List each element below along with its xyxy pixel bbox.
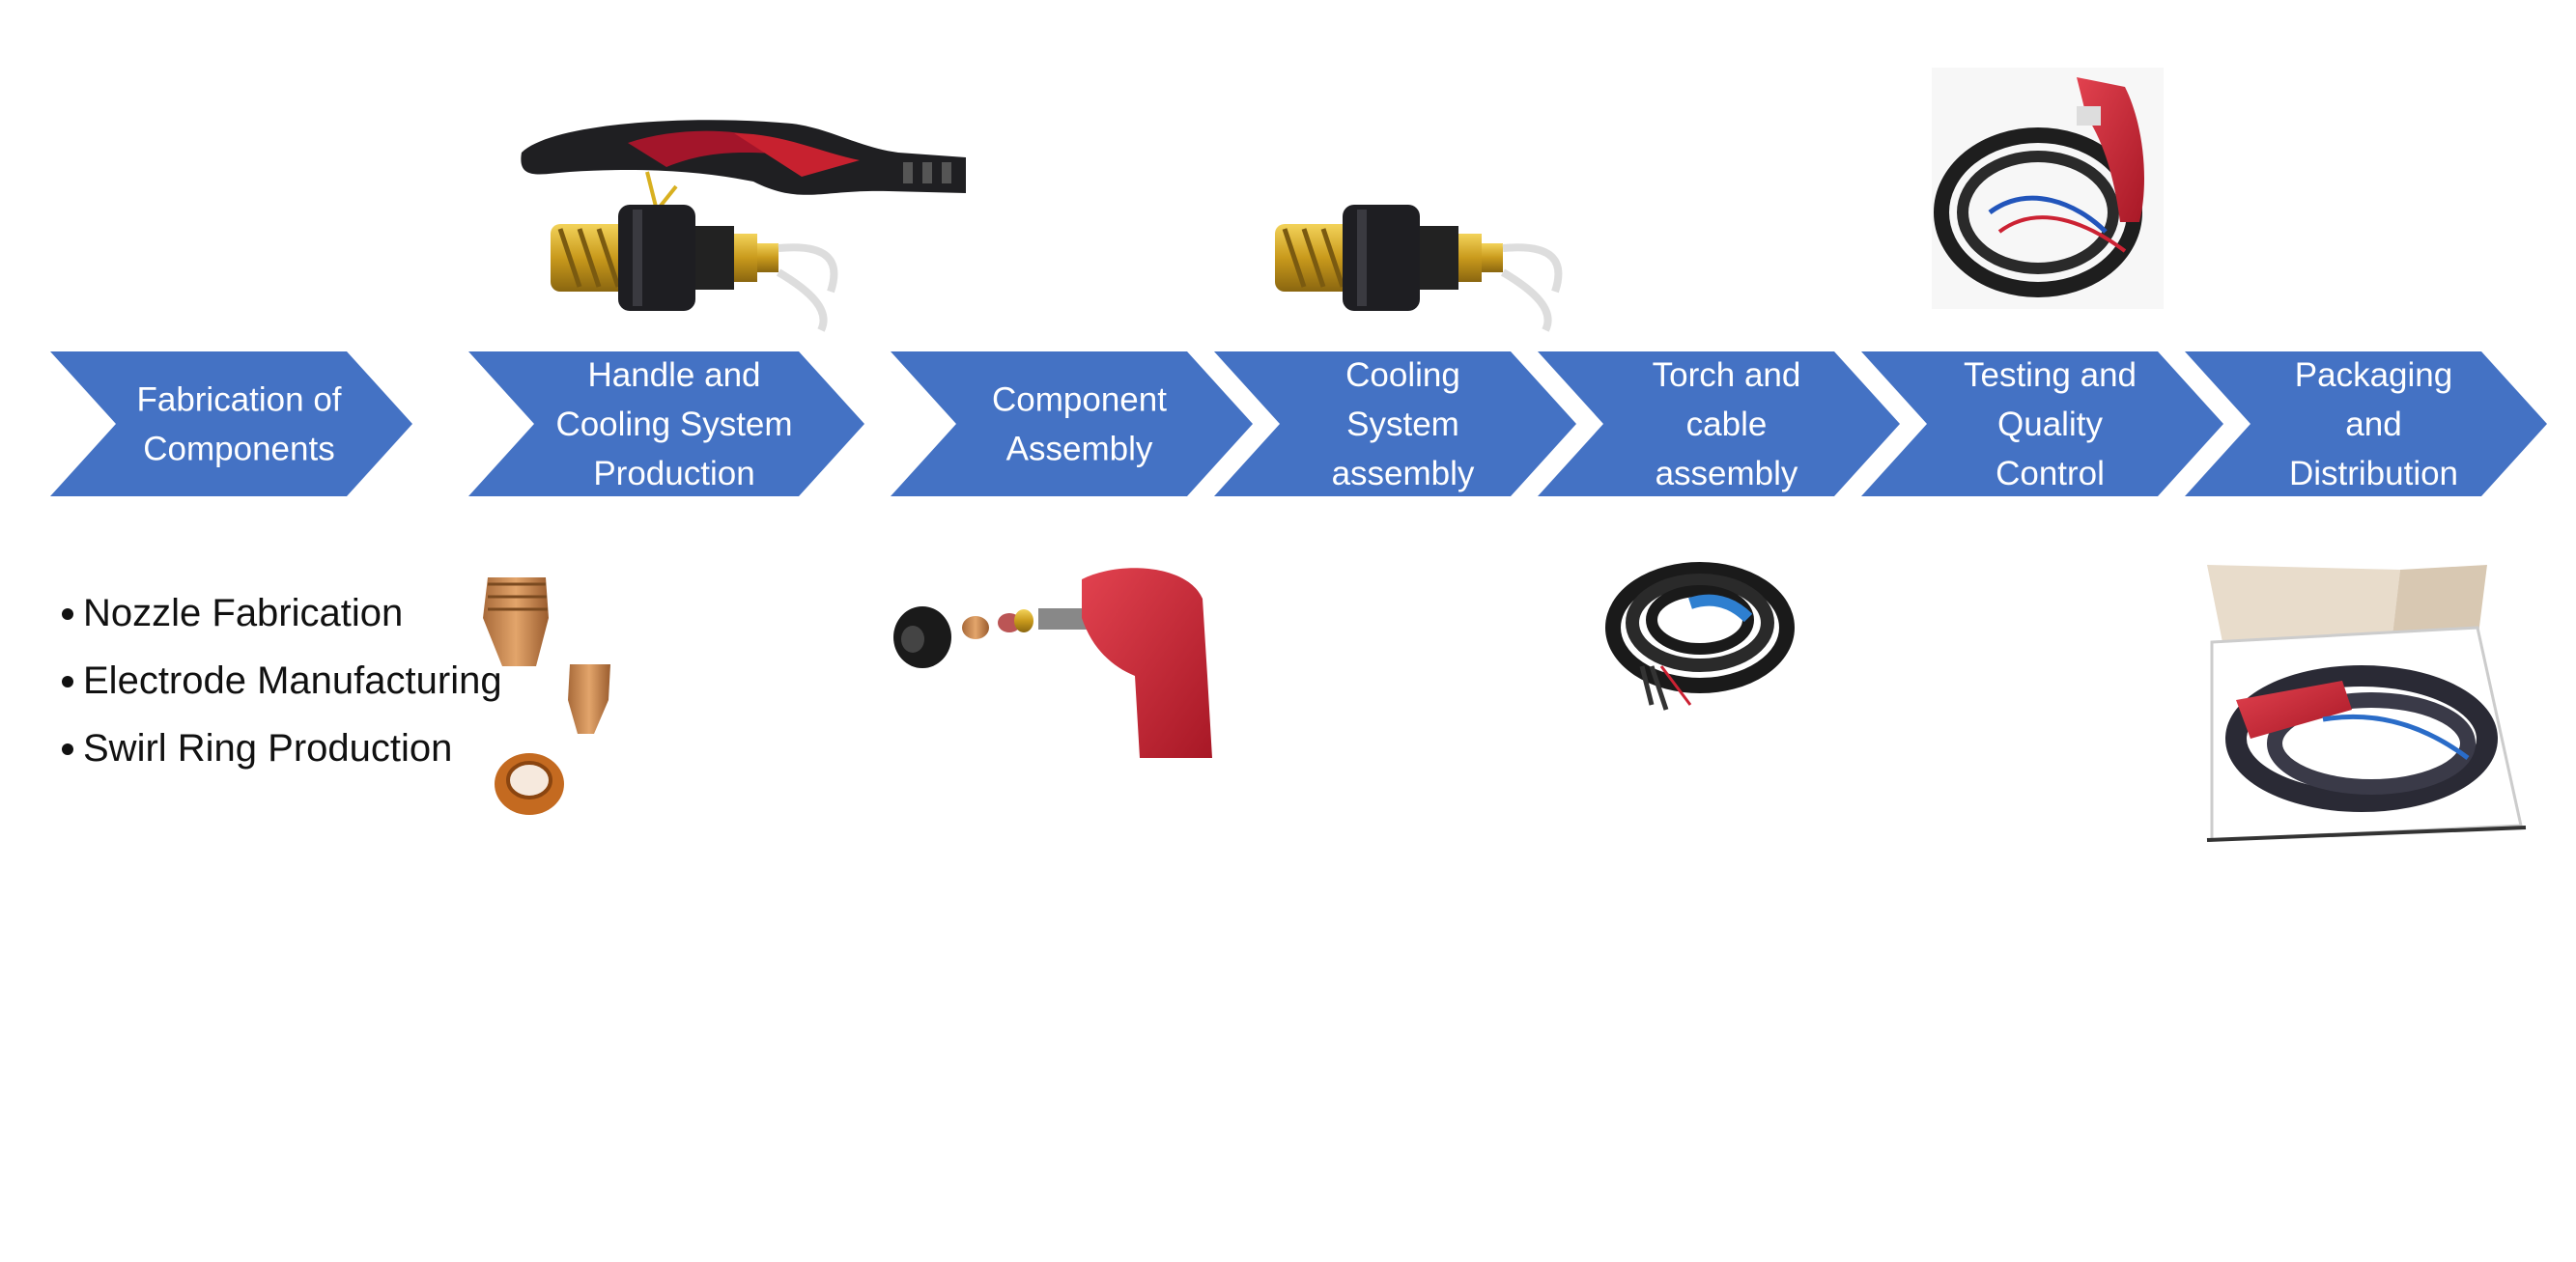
step-label-line: assembly: [1332, 455, 1475, 492]
chevron-shape: [1538, 351, 1900, 496]
bullet-item: Nozzle Fabrication: [83, 592, 403, 634]
step-label-line: cable: [1686, 406, 1768, 443]
step-label-line: and: [2345, 406, 2401, 443]
step-label-line: Quality: [1997, 406, 2103, 443]
cooling-connector-icon: [1275, 205, 1558, 330]
bullet-dot: [62, 743, 73, 755]
chevron-shape: [1214, 351, 1576, 496]
step-label-line: Cooling System: [555, 406, 792, 443]
chevron-shape: [2185, 351, 2547, 496]
cable-coil-icon: [1605, 562, 1795, 711]
chevron-shape: [468, 351, 864, 496]
step-label-line: Production: [593, 455, 754, 492]
cooling-connector-icon: [551, 205, 834, 330]
nozzle-parts-icon: [483, 577, 610, 815]
torch-with-cable-icon: [1932, 68, 2164, 309]
step-label-line: System: [1346, 406, 1459, 443]
step-label-line: Component: [992, 381, 1167, 419]
step-label-line: Torch and: [1653, 356, 1801, 394]
step-label-line: assembly: [1656, 455, 1798, 492]
packaged-box-icon: [2206, 565, 2527, 842]
step-label-line: Fabrication of: [136, 381, 341, 419]
step-label-line: Distribution: [2289, 455, 2458, 492]
step-label-line: Assembly: [1006, 431, 1153, 468]
chevron-shape: [1861, 351, 2223, 496]
chevron-shape: [891, 351, 1253, 496]
step-label-line: Components: [143, 431, 334, 468]
step-label-line: Handle and: [587, 356, 760, 394]
step-label-line: Cooling: [1345, 356, 1460, 394]
step-label-line: Testing and: [1964, 356, 2137, 394]
torch-gun-assembly-icon: [893, 568, 1212, 758]
bullet-item: Electrode Manufacturing: [83, 659, 502, 702]
step-chevron-1: Fabrication of Components: [50, 351, 412, 496]
chevron-shape: [50, 351, 412, 496]
torch-handle-icon: [521, 120, 966, 215]
step-chevron-5: Torch and cable assembly: [1538, 351, 1900, 496]
step-label-line: Packaging: [2295, 356, 2452, 394]
bullet-item: Swirl Ring Production: [83, 727, 452, 770]
bullet-dot: [62, 608, 73, 620]
step-label-line: Control: [1996, 455, 2105, 492]
bullet-dot: [62, 676, 73, 687]
